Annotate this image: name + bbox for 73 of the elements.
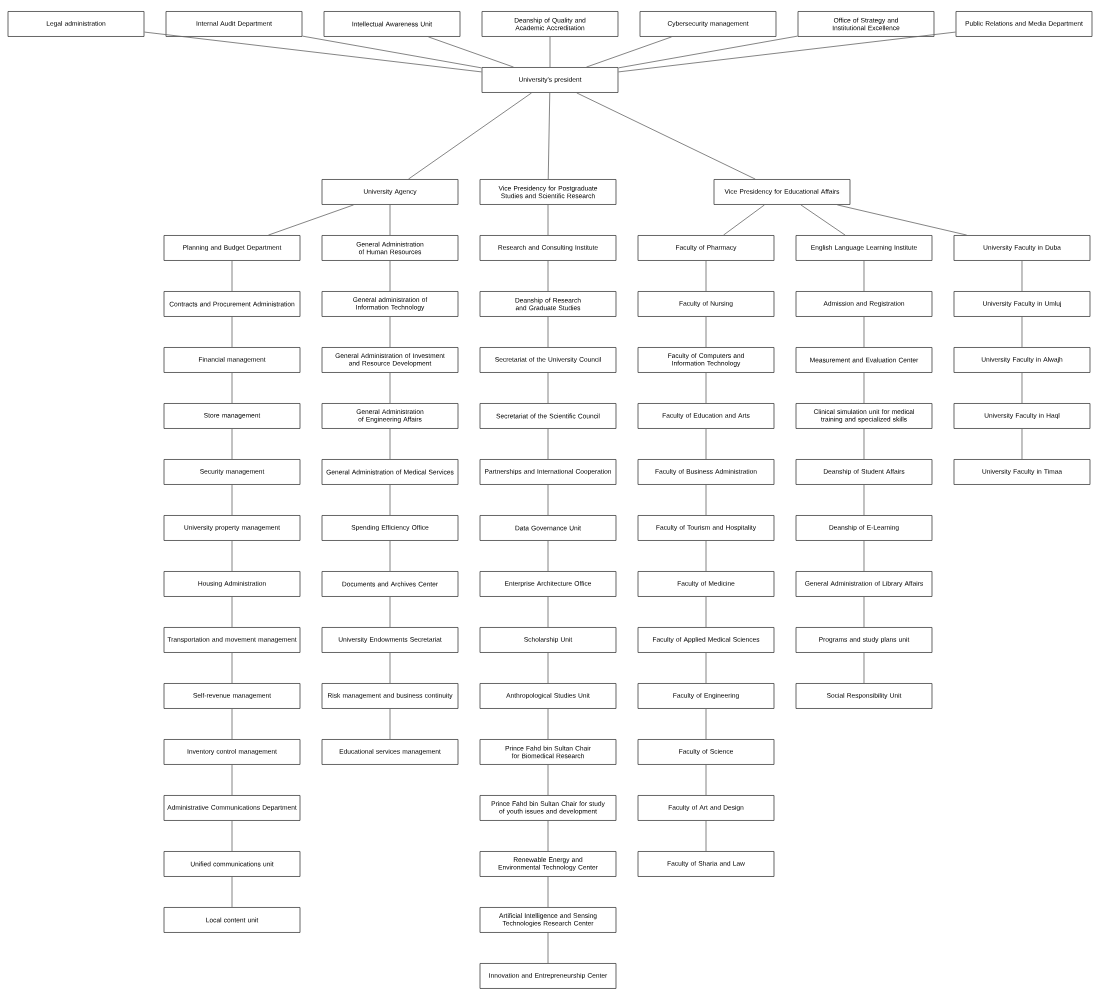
connector-line (144, 31, 482, 73)
connector-line (705, 540, 707, 572)
connector-line (547, 372, 549, 404)
connector-line (705, 372, 707, 404)
connector-line (231, 652, 233, 684)
connector-line (389, 260, 391, 292)
connector-line (800, 204, 846, 236)
connector-line (547, 820, 549, 852)
connector-line (389, 708, 391, 740)
connector-line (1021, 316, 1023, 348)
connector-line (231, 316, 233, 348)
connector-line (863, 540, 865, 572)
connector-line (547, 708, 549, 740)
connector-line (547, 92, 551, 180)
connector-line (863, 260, 865, 292)
connector-line (549, 36, 551, 68)
connector-line (231, 596, 233, 628)
connector-line (547, 428, 549, 460)
connector-line (428, 36, 514, 68)
connector-line (389, 484, 391, 516)
connector-line (547, 260, 549, 292)
connector-line (231, 484, 233, 516)
connector-line (389, 652, 391, 684)
connector-line (863, 596, 865, 628)
connector-line (705, 596, 707, 628)
connector-line (547, 316, 549, 348)
connector-line (231, 820, 233, 852)
connector-line (705, 428, 707, 460)
connector-line (547, 764, 549, 796)
connector-line (231, 876, 233, 908)
connector-line (863, 372, 865, 404)
connector-line (302, 35, 482, 69)
connector-line (863, 316, 865, 348)
connector-line (586, 36, 672, 68)
connector-line (863, 652, 865, 684)
connector-line (705, 316, 707, 348)
connector-line (618, 31, 956, 73)
connector-line (408, 92, 532, 180)
connector-line (723, 204, 765, 236)
connector-line (1021, 260, 1023, 292)
connector-line (547, 204, 549, 236)
connector-line (705, 764, 707, 796)
connector-line (547, 596, 549, 628)
connector-line (389, 596, 391, 628)
connector-line (547, 652, 549, 684)
connector-line (547, 876, 549, 908)
connector-line (836, 204, 968, 236)
connector-line (268, 204, 354, 236)
connector-line (705, 260, 707, 292)
connector-line (705, 484, 707, 516)
connector-line (618, 35, 798, 69)
connector-line (389, 540, 391, 572)
connector-line (547, 484, 549, 516)
connector-line (705, 820, 707, 852)
connector-line (547, 932, 549, 964)
connector-line (863, 484, 865, 516)
connector-line (231, 372, 233, 404)
connector-line (231, 764, 233, 796)
connector-line (231, 260, 233, 292)
connector-line (231, 708, 233, 740)
connector-line (1021, 372, 1023, 404)
connector-line (576, 92, 756, 180)
connector-line (389, 316, 391, 348)
connector-line (705, 708, 707, 740)
connector-line (389, 428, 391, 460)
connector-line (389, 204, 391, 236)
connector-line (547, 540, 549, 572)
connector-line (1021, 428, 1023, 460)
connector-line (705, 652, 707, 684)
connector-line (863, 428, 865, 460)
connector-line (231, 540, 233, 572)
connector-line (389, 372, 391, 404)
connector-line (231, 428, 233, 460)
